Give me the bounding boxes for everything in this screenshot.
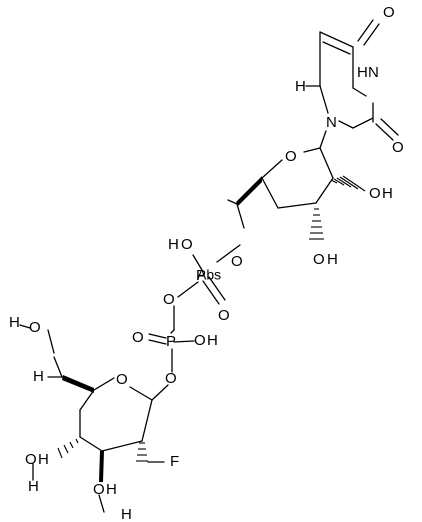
atom-o-c4s: O <box>25 451 37 468</box>
hash-c3-oh <box>330 175 366 192</box>
atom-o-ring-ribose: O <box>285 148 297 165</box>
atom-n1: N <box>326 114 337 131</box>
atom-o6: O <box>29 319 41 336</box>
atom-o-p2-dbl: O <box>132 329 144 346</box>
atom-h-c4s: H <box>38 451 49 468</box>
wedge-c5-c6 <box>62 375 94 393</box>
atom-p2: P <box>166 333 176 350</box>
atom-h-n3: H <box>357 64 368 81</box>
atom-o-c3s: O <box>93 481 105 498</box>
atom-h-p1: H <box>168 236 179 253</box>
bonds-phosphate <box>148 254 226 401</box>
atom-f: F <box>170 453 179 470</box>
atom-h6: H <box>295 78 306 95</box>
atom-h-c2r: H <box>327 251 338 268</box>
atom-h-c3s-lower: H <box>121 506 132 522</box>
atom-h-c3s-bottom: H <box>28 478 39 495</box>
atom-labels: O H N H N O O O H O H H O O P Abs O O O … <box>9 4 404 522</box>
atom-o5: O <box>231 253 243 270</box>
atom-o-c4: O <box>383 4 395 21</box>
atom-o-p2: O <box>194 332 206 349</box>
atom-n3: N <box>368 64 379 81</box>
abs-label: Abs <box>197 267 221 283</box>
atom-o-p1-dbl: O <box>218 307 230 324</box>
atom-o-bridge: O <box>163 291 175 308</box>
atom-o-anomeric: O <box>165 370 177 387</box>
hash-c2-f <box>136 442 148 462</box>
atom-p1: P <box>196 267 206 284</box>
wedge-c4-c5 <box>236 176 262 206</box>
atom-o-c2r: O <box>313 251 325 268</box>
atom-o-ring-sugar: O <box>116 371 128 388</box>
bonds-fluoro-sugar <box>19 324 153 513</box>
atom-o-c3: O <box>369 185 381 202</box>
atom-o-c2: O <box>392 139 404 156</box>
hash-c2-oh <box>309 208 324 240</box>
bonds-ribose <box>216 130 366 263</box>
atom-h-c3: H <box>382 185 393 202</box>
atom-h-o6: H <box>9 314 20 331</box>
atom-h-c6: H <box>33 368 44 385</box>
bonds-uracil <box>305 19 399 141</box>
hash-c4-oh <box>57 438 79 459</box>
wedge-c3-oh <box>99 451 104 482</box>
atom-h-c3s: H <box>106 481 117 498</box>
atom-o-p1: O <box>181 236 193 253</box>
atom-h-p2: H <box>207 332 218 349</box>
